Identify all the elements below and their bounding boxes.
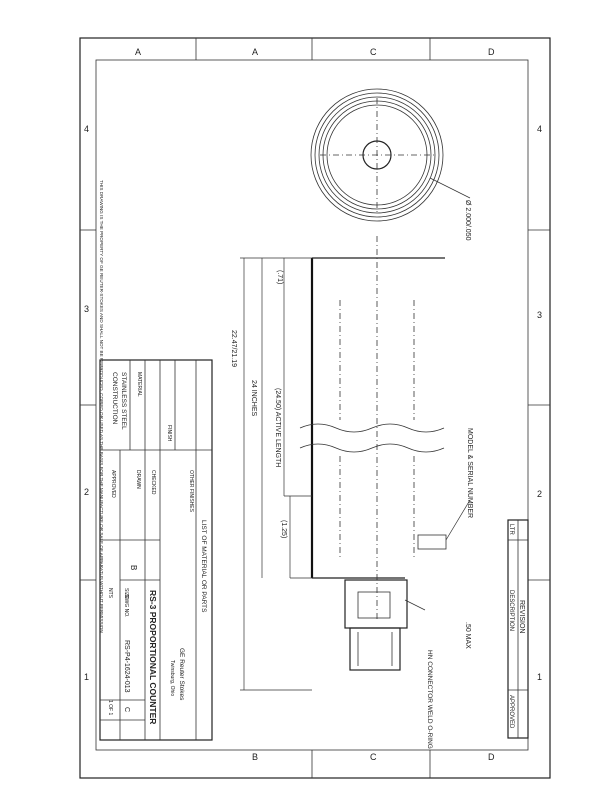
revision-title: REVISION xyxy=(518,600,525,633)
revision-approved: APPROVED xyxy=(508,695,514,729)
zone-right-3: 2 xyxy=(537,489,542,499)
company-sub: Twinsburg, Ohio xyxy=(169,660,175,696)
revision-description: DESCRIPTION xyxy=(508,590,514,631)
dim-bottom: (1.25) xyxy=(280,520,287,538)
size-label: SIZE xyxy=(123,588,129,600)
other-finishes: OTHER FINISHES xyxy=(188,470,194,513)
revision-ltr: LTR xyxy=(508,524,514,536)
zone-top-3: C xyxy=(370,47,377,57)
connector-note: HN CONNECTOR WELD O-RING xyxy=(426,650,433,749)
zone-top-2: A xyxy=(252,47,258,57)
zone-top-4: D xyxy=(488,47,495,57)
diameter-label: Ø 2.000/.050 xyxy=(464,200,471,241)
zone-right-1: 4 xyxy=(537,124,542,134)
model-serial-label: MODEL & SERIAL NUMBER xyxy=(466,428,473,518)
zone-right-2: 3 xyxy=(537,310,542,320)
finish-label: FINISH xyxy=(166,425,172,442)
zone-left-4: 1 xyxy=(84,672,89,682)
tube-body xyxy=(299,236,445,620)
material-label: MATERIAL xyxy=(136,372,142,397)
approved-label: APPROVED xyxy=(110,470,116,498)
drawing-title: RS-3 PROPORTIONAL COUNTER xyxy=(148,590,158,724)
checked-label: CHECKED xyxy=(150,470,156,495)
construction-2: CONSTRUCTION xyxy=(111,372,118,425)
active-length: (24.50) ACTIVE LENGTH xyxy=(274,388,281,467)
proprietary-note: THIS DRAWING IS THE PROPERTY OF GE REUTE… xyxy=(99,180,104,634)
zone-left-3: 2 xyxy=(84,487,89,497)
zone-ticks-right xyxy=(528,229,550,581)
dim-top: (.71) xyxy=(276,270,283,284)
max-label: .50 MAX xyxy=(464,622,471,649)
zone-ticks-top xyxy=(195,38,431,60)
title-block xyxy=(99,359,213,741)
sheet-value: 1 OF 1 xyxy=(107,700,113,716)
zone-bottom-3: D xyxy=(488,752,495,762)
end-view xyxy=(310,88,471,222)
zone-ticks-left xyxy=(80,229,96,581)
zone-left-2: 3 xyxy=(84,304,89,314)
zone-bottom-2: C xyxy=(370,752,377,762)
zone-top-1: A xyxy=(135,47,141,57)
drawn-label: DRAWN xyxy=(135,470,141,489)
connector-end xyxy=(344,579,426,671)
construction-1: STAINLESS STEEL xyxy=(120,372,127,430)
scale-value: NTS xyxy=(107,588,113,599)
dwg-label: DWG NO. xyxy=(123,595,129,618)
drawing-number: RS-P4-1624-013 xyxy=(123,640,130,693)
zone-right-4: 1 xyxy=(537,672,542,682)
size-value: B xyxy=(129,565,138,570)
model-serial-leader xyxy=(417,499,471,550)
outer-border xyxy=(79,37,551,779)
overall-length: 22.47/21.19 xyxy=(230,330,237,367)
dimension-lines xyxy=(240,257,312,691)
list-of-materials: LIST OF MATERIAL OR PARTS xyxy=(200,520,207,613)
zone-left-1: 4 xyxy=(84,124,89,134)
length-inches: 24 INCHES xyxy=(250,380,257,417)
revision-block xyxy=(507,519,529,739)
zone-ticks-bottom xyxy=(311,750,431,778)
zone-bottom-1: B xyxy=(252,752,258,762)
company-name: GE Reuter Stokes xyxy=(178,648,185,701)
rev-value: C xyxy=(123,707,130,712)
